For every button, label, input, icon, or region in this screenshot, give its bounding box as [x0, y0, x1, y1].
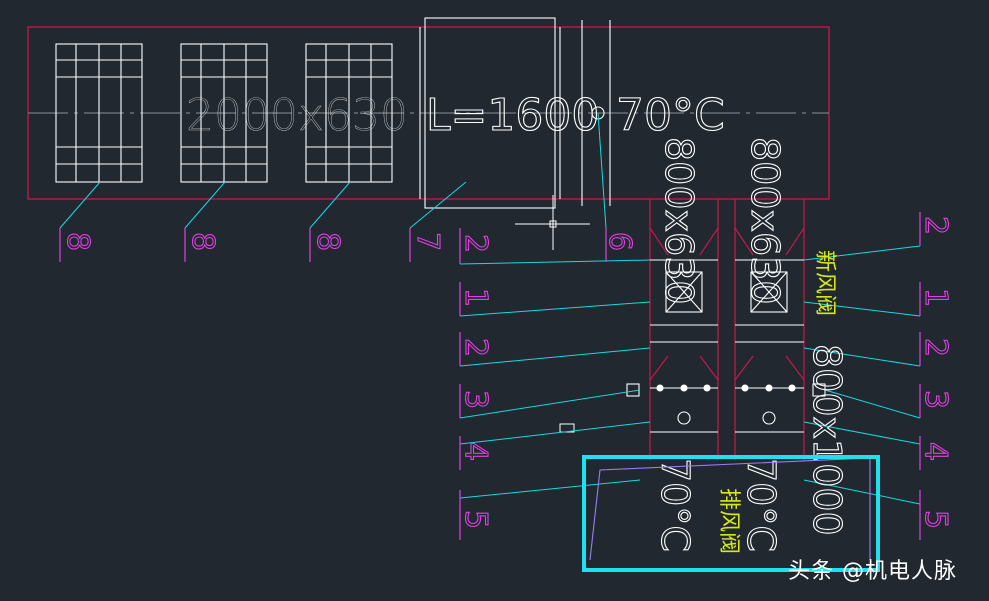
tag-numbers-top: 8 8 8 7 6	[59, 231, 637, 251]
temp-bottom-1-label: 70°C	[653, 458, 697, 552]
cad-cursor	[515, 195, 590, 250]
damper-unit-1	[650, 259, 718, 433]
tag-right-3: 2	[918, 338, 953, 357]
vertical-duct-2	[734, 199, 805, 460]
tag-right-6: 5	[918, 510, 953, 529]
tag-right-1: 2	[918, 216, 953, 235]
duct-size-v2-label: 800x630	[743, 137, 787, 305]
temp-top-label: 70°C	[616, 90, 725, 141]
highlight-box	[582, 455, 880, 572]
air-grille-1	[55, 43, 143, 183]
leader-lines	[59, 112, 921, 505]
tag-top-3: 8	[310, 232, 345, 251]
tag-left-6: 5	[458, 510, 493, 529]
air-grille-2	[180, 43, 268, 183]
tag-top-2: 8	[185, 232, 220, 251]
silencer-box	[419, 17, 561, 209]
tag-numbers-left: 2 1 2 3 4 5	[457, 233, 493, 529]
length-dim-label: L=1600	[426, 90, 599, 141]
temp-bottom-2-label: 70°C	[739, 458, 783, 552]
tag-top-1: 8	[60, 232, 95, 251]
fresh-air-damper-label: 新风阀	[812, 250, 837, 316]
tag-top-4: 7	[410, 232, 445, 251]
vertical-duct-1	[649, 199, 719, 460]
exhaust-valve-label: 排风阀	[716, 488, 741, 554]
duct-size-main-label: 2000x630	[186, 90, 408, 141]
tag-right-4: 3	[918, 390, 953, 409]
damper-unit-2	[735, 259, 804, 433]
tag-numbers-right: 2 1 2 3 4 5	[917, 215, 953, 529]
tag-brackets	[59, 212, 921, 540]
duct-size-v1-label: 800x630	[657, 137, 701, 305]
tag-top-5: 6	[602, 232, 637, 251]
tag-left-1: 2	[458, 234, 493, 253]
tag-left-3: 2	[458, 338, 493, 357]
tag-left-2: 1	[458, 288, 493, 307]
tag-right-2: 1	[918, 288, 953, 307]
tag-right-5: 4	[918, 442, 953, 461]
watermark: 头条 @机电人脉	[788, 559, 957, 584]
duct-size-v3-label: 800x1000	[805, 344, 849, 536]
tag-left-5: 4	[458, 442, 493, 461]
air-grille-3	[305, 43, 393, 183]
tag-left-4: 3	[458, 390, 493, 409]
wiring-line	[589, 457, 871, 561]
